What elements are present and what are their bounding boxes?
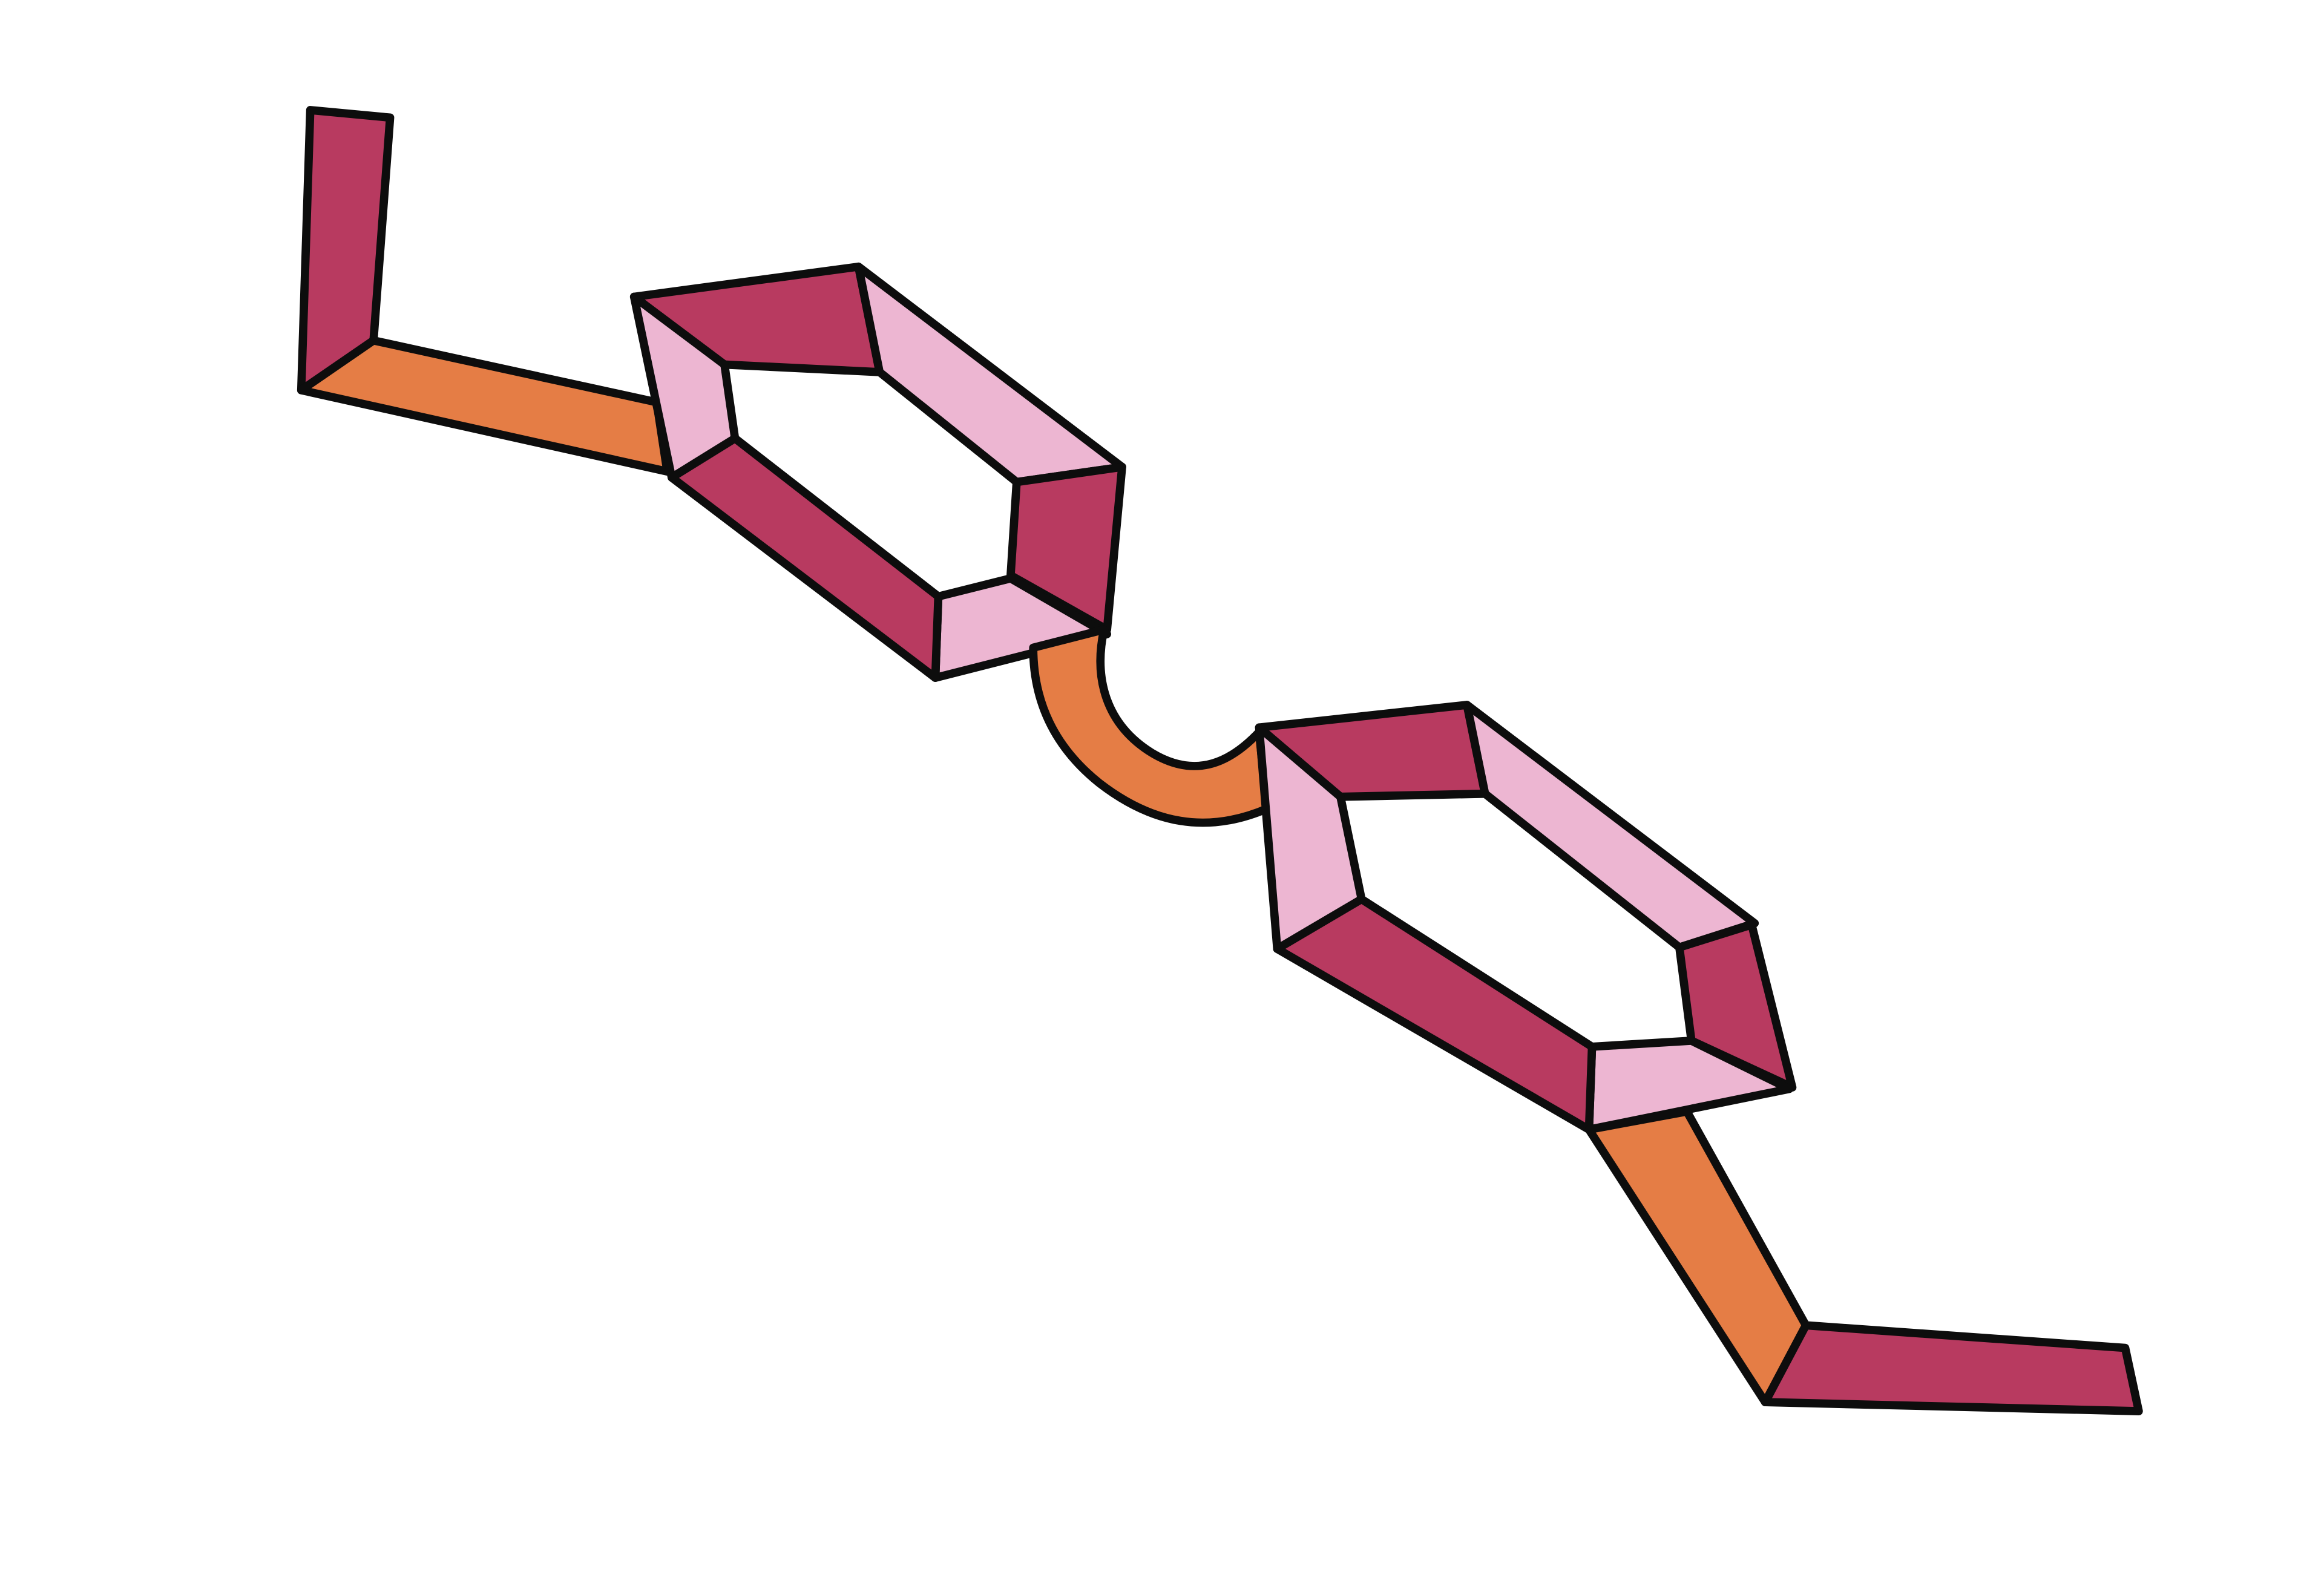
ring-1-bottom-long <box>668 434 943 682</box>
ring-1-top-inner <box>854 262 1126 487</box>
right-end-stub <box>1761 1321 2143 1415</box>
center-curved-linker <box>1029 625 1271 827</box>
ring-2-bottom-long <box>1273 895 1597 1134</box>
right-linker-band <box>1584 1107 1810 1407</box>
ring-2-top-inner <box>1463 701 1759 952</box>
left-linker-band <box>297 336 672 476</box>
